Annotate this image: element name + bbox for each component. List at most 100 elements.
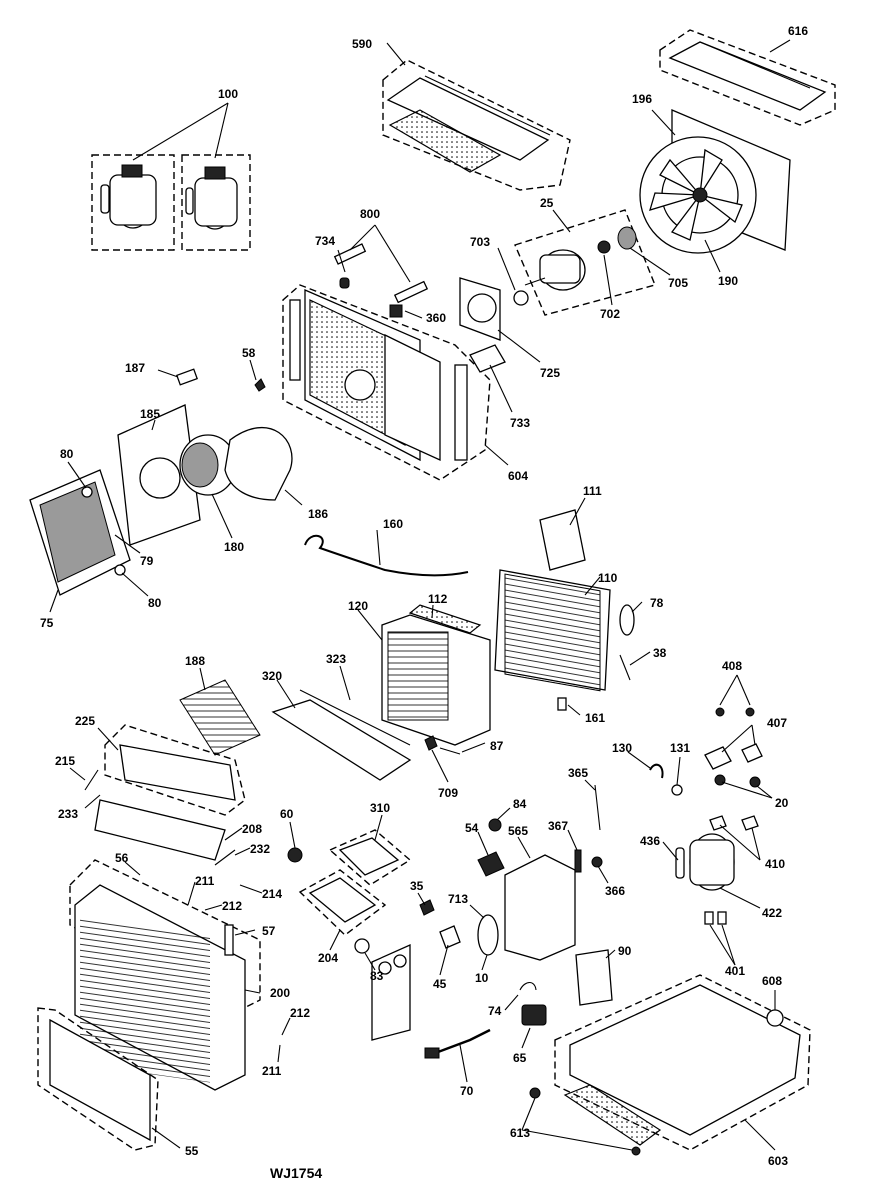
drain-pan-320 [271,689,412,781]
callout-733: 733 [510,416,530,430]
callout-211-bottom: 211 [262,1064,282,1078]
callout-196: 196 [632,92,652,106]
callout-608: 608 [762,974,782,988]
housing-604 [282,243,491,481]
callout-703: 703 [470,235,490,249]
callout-702: 702 [600,307,620,321]
bracket-725 [459,277,506,373]
callout-320: 320 [262,669,282,683]
blower-assembly [117,368,293,546]
capacitor-713 [477,914,499,956]
callout-616: 616 [788,24,808,38]
switch-plate [371,899,461,1041]
callout-57: 57 [262,924,276,938]
callout-713: 713 [448,892,468,906]
callout-45: 45 [433,977,447,991]
callout-200: 200 [270,986,290,1000]
callout-38: 38 [653,646,667,660]
callout-83: 83 [370,969,384,983]
callout-75: 75 [40,616,54,630]
fan-motor-25 [513,209,656,316]
callout-100: 100 [218,87,238,101]
callout-366: 366 [605,884,625,898]
compressor-group-100 [91,154,251,251]
callout-590: 590 [352,37,372,51]
callout-360: 360 [426,311,446,325]
callout-212-top: 212 [222,899,242,913]
callout-225: 225 [75,714,95,728]
callout-734: 734 [315,234,335,248]
callout-410: 410 [765,857,785,871]
callout-130: 130 [612,741,632,755]
control-panel-75 [29,469,131,596]
callout-232: 232 [250,842,270,856]
callout-74: 74 [488,1004,502,1018]
callout-208: 208 [242,822,262,836]
callout-35: 35 [410,879,424,893]
callout-131: 131 [670,741,690,755]
callout-310: 310 [370,801,390,815]
callout-613: 613 [510,1126,530,1140]
callout-20: 20 [775,796,789,810]
parts-90-74-65-70 [424,949,613,1059]
callout-603: 603 [768,1154,788,1168]
callout-800: 800 [360,207,380,221]
callout-161: 161 [585,711,605,725]
callout-204: 204 [318,951,338,965]
callout-365: 365 [568,766,588,780]
callout-725: 725 [540,366,560,380]
control-bracket-565 [477,784,603,961]
callout-180: 180 [224,540,244,554]
leader-lines [49,39,791,1151]
bracket-616 [659,29,836,126]
callout-87: 87 [490,739,504,753]
callout-58: 58 [242,346,256,360]
callout-565: 565 [508,824,528,838]
callout-186: 186 [308,507,328,521]
callout-160: 160 [383,517,403,531]
callout-80-top: 80 [60,447,74,461]
callout-54: 54 [465,821,479,835]
callout-190: 190 [718,274,738,288]
parts-artwork [29,29,836,1156]
callout-214: 214 [262,887,282,901]
callout-60: 60 [280,807,294,821]
filter-55 [37,1007,159,1151]
callout-401: 401 [725,964,745,978]
callout-436: 436 [640,834,660,848]
controls-310-204 [287,829,412,954]
callout-56: 56 [115,851,129,865]
callout-84: 84 [513,797,527,811]
callout-80-bottom: 80 [148,596,162,610]
tube-160 [304,534,469,577]
callout-187: 187 [125,361,145,375]
callout-323: 323 [326,652,346,666]
callout-215: 215 [55,754,75,768]
callout-212-bottom: 212 [290,1006,310,1020]
callout-408: 408 [722,659,742,673]
callout-25: 25 [540,196,554,210]
callout-90: 90 [618,944,632,958]
callout-211-top: 211 [195,874,215,888]
compressor-assembly-422 [649,707,763,925]
front-cabinet-200 [69,859,261,1091]
callout-79: 79 [140,554,154,568]
callout-70: 70 [460,1084,474,1098]
callout-705: 705 [668,276,688,290]
base-pan-603 [529,974,811,1156]
parts-87-709 [424,735,461,755]
callout-185: 185 [140,407,160,421]
callout-407: 407 [767,716,787,730]
callout-604: 604 [508,469,528,483]
callout-55: 55 [185,1144,199,1158]
callout-709: 709 [438,786,458,800]
callout-120: 120 [348,599,368,613]
callout-188: 188 [185,654,205,668]
callout-110: 110 [598,571,618,585]
evaporator-coil-120 [381,604,491,746]
condenser-coil-110 [494,509,635,711]
callout-labels: 100 590 616 196 25 703 702 705 190 800 7… [40,24,808,1181]
callout-111: 111 [583,484,602,498]
callout-78: 78 [650,596,664,610]
